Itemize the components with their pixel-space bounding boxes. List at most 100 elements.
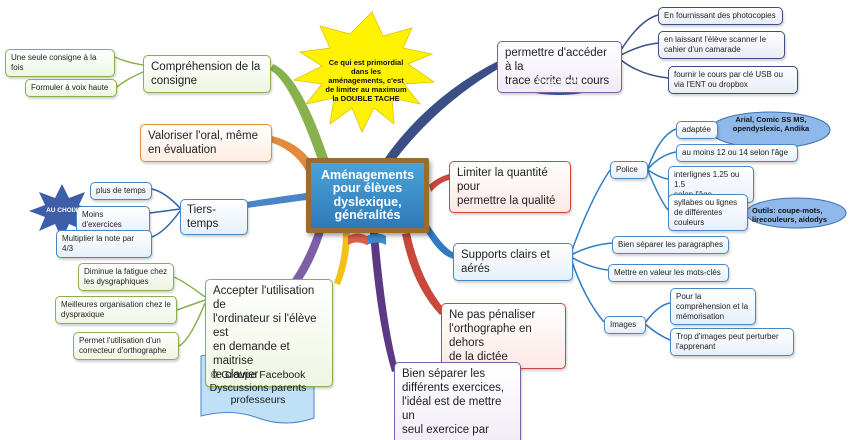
branch-exercices bbox=[370, 233, 398, 372]
center-node: Aménagements pour élèves dyslexique, gén… bbox=[306, 158, 429, 233]
leaf-organisation[interactable]: Meilleures organisation chez le dyspraxi… bbox=[55, 296, 177, 324]
center-line: pour élèves bbox=[332, 181, 403, 196]
node-line: l'orthographe en dehors bbox=[449, 323, 532, 350]
leaf-text: adaptée bbox=[682, 125, 711, 134]
leaf-voix-haute[interactable]: Formuler à voix haute bbox=[25, 79, 117, 97]
node-line: permettre d'accéder à la bbox=[505, 47, 607, 74]
node-line: Accepter l'utilisation de bbox=[213, 285, 315, 312]
leaf-text: interlignes 1.25 ou 1.5 bbox=[674, 170, 740, 189]
leaf-note-4-3[interactable]: Multiplier la note par 4/3 bbox=[56, 230, 152, 258]
leaf-adaptee[interactable]: adaptée bbox=[676, 121, 718, 139]
leaf-text: Images bbox=[610, 320, 637, 329]
leaf-text: correcteur d'orthographe bbox=[79, 345, 167, 355]
branch-node-ordinateur[interactable]: Accepter l'utilisation de l'ordinateur s… bbox=[205, 279, 333, 388]
outils-note: Outils: coupe-mots, lirecouleurs, aidody… bbox=[752, 206, 840, 224]
node-line: trace écrite du cours bbox=[505, 75, 610, 88]
node-line: seul exercice par page bbox=[402, 424, 489, 440]
leaf-taille[interactable]: au moins 12 ou 14 selon l'âge bbox=[676, 144, 798, 162]
leaf-text: Meilleures organisation chez le bbox=[61, 300, 171, 309]
credit-label: © Groupe Facebook Dyscussions parents pr… bbox=[206, 369, 310, 407]
star-burst bbox=[292, 11, 436, 133]
star-line: de limiter au maximum bbox=[325, 85, 407, 94]
leaf-text: Bien séparer les paragraphes bbox=[618, 240, 723, 249]
leaf-text: mémorisation bbox=[676, 311, 725, 321]
node-line: en évaluation bbox=[148, 144, 217, 157]
leaf-cle-usb[interactable]: fournir le cours par clé USB ou via l'EN… bbox=[668, 66, 798, 94]
credit-line: © Groupe Facebook bbox=[210, 369, 306, 381]
leaf-plus-de-temps[interactable]: plus de temps bbox=[90, 182, 152, 200]
node-line: l'idéal est de mettre un bbox=[402, 396, 502, 423]
leaf-text: cahier d'un camarade bbox=[664, 44, 741, 54]
leaf-text: via l'ENT ou dropbox bbox=[674, 79, 748, 89]
node-line: l'ordinateur si l'élève est bbox=[213, 313, 317, 340]
node-line: en demande et maitrise bbox=[213, 341, 290, 368]
leaf-text: Formuler à voix haute bbox=[31, 83, 109, 92]
leaf-consigne-unique[interactable]: Une seule consigne à la fois bbox=[5, 49, 115, 77]
leaf-text: couleurs bbox=[674, 217, 705, 227]
center-line: Aménagements bbox=[320, 168, 415, 183]
branch-node-tiers-temps[interactable]: Tiers-temps bbox=[180, 199, 248, 236]
node-images[interactable]: Images bbox=[604, 316, 646, 334]
node-line: Bien séparer les bbox=[402, 368, 486, 380]
choice-text: AU CHOIX bbox=[46, 207, 78, 214]
node-line: de la dictée bbox=[449, 351, 508, 364]
note-line: Outils: coupe-mots, bbox=[752, 206, 823, 215]
leaf-correcteur[interactable]: Permet l'utilisation d'un correcteur d'o… bbox=[73, 332, 179, 360]
leaf-text: compréhension et la bbox=[676, 301, 749, 311]
leaf-memorisation[interactable]: Pour la compréhension et la mémorisation bbox=[670, 288, 756, 326]
leaf-syllabes[interactable]: syllabes ou lignes de différentes couleu… bbox=[668, 194, 748, 232]
branch-node-oral[interactable]: Valoriser l'oral, même en évaluation bbox=[140, 124, 272, 163]
branch-quantite bbox=[429, 174, 449, 192]
leaf-text: syllabes ou lignes bbox=[674, 198, 738, 207]
branch-node-trace-ecrite[interactable]: permettre d'accéder à la trace écrite du… bbox=[497, 41, 622, 94]
leaf-text: l'apprenant bbox=[676, 341, 716, 351]
leaf-text: plus de temps bbox=[96, 186, 146, 195]
devoirs-note: Et aux devoirs maisons ! bbox=[519, 78, 599, 93]
leaf-text: Pour la bbox=[676, 292, 702, 301]
leaf-text: fournir le cours par clé USB ou bbox=[674, 70, 783, 79]
center-line: généralités bbox=[334, 207, 401, 222]
leaf-text: en laissant l'élève scanner le bbox=[664, 35, 767, 44]
note-line: Arial, Comic SS MS, bbox=[735, 115, 807, 124]
branch-node-supports[interactable]: Supports clairs et aérés bbox=[453, 243, 573, 282]
leaf-mots-cles[interactable]: Mettre en valeur les mots-clés bbox=[608, 264, 729, 282]
branch-node-comprehension[interactable]: Compréhension de la consigne bbox=[143, 55, 271, 94]
leaf-text: au moins 12 ou 14 selon l'âge bbox=[682, 148, 789, 157]
leaf-scanner[interactable]: en laissant l'élève scanner le cahier d'… bbox=[658, 31, 785, 59]
leaf-fatigue[interactable]: Diminue la fatigue chez les dysgraphique… bbox=[78, 263, 174, 291]
note-line: opendyslexic, Andika bbox=[732, 124, 810, 133]
node-line: Compréhension de la bbox=[151, 61, 261, 73]
branch-node-quantite[interactable]: Limiter la quantité pour permettre la qu… bbox=[449, 161, 571, 214]
leaf-photocopies[interactable]: En fournissant des photocopies bbox=[658, 7, 783, 25]
leaf-text: Diminue la fatigue chez bbox=[84, 267, 168, 276]
star-line: Ce qui est primordial bbox=[328, 58, 404, 67]
branch-supports bbox=[426, 225, 455, 259]
leaf-moins-exercices[interactable]: Moins d'exercices bbox=[76, 206, 150, 234]
leaf-text: Mettre en valeur les mots-clés bbox=[614, 268, 721, 277]
leaf-text: les dysgraphiques bbox=[84, 276, 149, 286]
leaf-text: Trop d'images peut perturber bbox=[676, 332, 779, 341]
node-line: Tiers-temps bbox=[187, 204, 219, 231]
star-callout: Ce qui est primordial dans les aménageme… bbox=[318, 58, 414, 103]
node-police[interactable]: Police bbox=[610, 161, 648, 179]
leaf-text: Police bbox=[616, 165, 638, 174]
leaf-text: Multiplier la note par 4/3 bbox=[62, 234, 135, 253]
leaf-text: dyspraxique bbox=[61, 309, 105, 319]
leaf-text: Une seule consigne à la fois bbox=[11, 53, 97, 72]
branch-orthographe bbox=[402, 233, 445, 315]
node-line: différents exercices, bbox=[402, 382, 505, 395]
note-line: lirecouleurs, aidodys bbox=[752, 215, 828, 224]
branch-node-exercices[interactable]: Bien séparer les différents exercices, l… bbox=[394, 362, 521, 440]
node-line: Supports clairs et aérés bbox=[461, 249, 550, 276]
node-line: Limiter la quantité pour bbox=[457, 167, 548, 194]
choice-label: AU CHOIX bbox=[40, 207, 84, 214]
star-line: la DOUBLE TACHE bbox=[332, 94, 400, 103]
branch-node-orthographe[interactable]: Ne pas pénaliser l'orthographe en dehors… bbox=[441, 303, 566, 370]
leaf-trop-images[interactable]: Trop d'images peut perturber l'apprenant bbox=[670, 328, 794, 356]
leaf-text: Permet l'utilisation d'un bbox=[79, 336, 161, 345]
leaf-paragraphes[interactable]: Bien séparer les paragraphes bbox=[612, 236, 729, 254]
node-line: permettre la qualité bbox=[457, 195, 556, 208]
leaf-text: En fournissant des photocopies bbox=[664, 11, 776, 20]
star-line: dans les bbox=[350, 67, 381, 76]
